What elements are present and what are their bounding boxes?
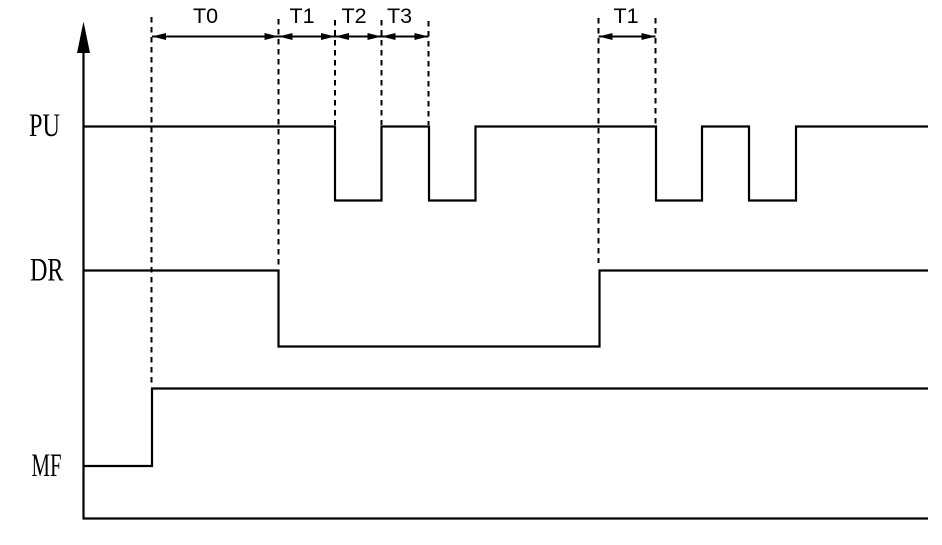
svg-text:T2: T2 [341, 4, 366, 28]
svg-text:T0: T0 [193, 4, 218, 28]
svg-text:MF: MF [32, 448, 62, 484]
svg-text:T1: T1 [289, 4, 314, 28]
svg-text:PU: PU [29, 108, 60, 144]
svg-text:DR: DR [30, 253, 64, 289]
svg-text:T1: T1 [613, 4, 638, 28]
svg-text:T3: T3 [387, 4, 412, 28]
